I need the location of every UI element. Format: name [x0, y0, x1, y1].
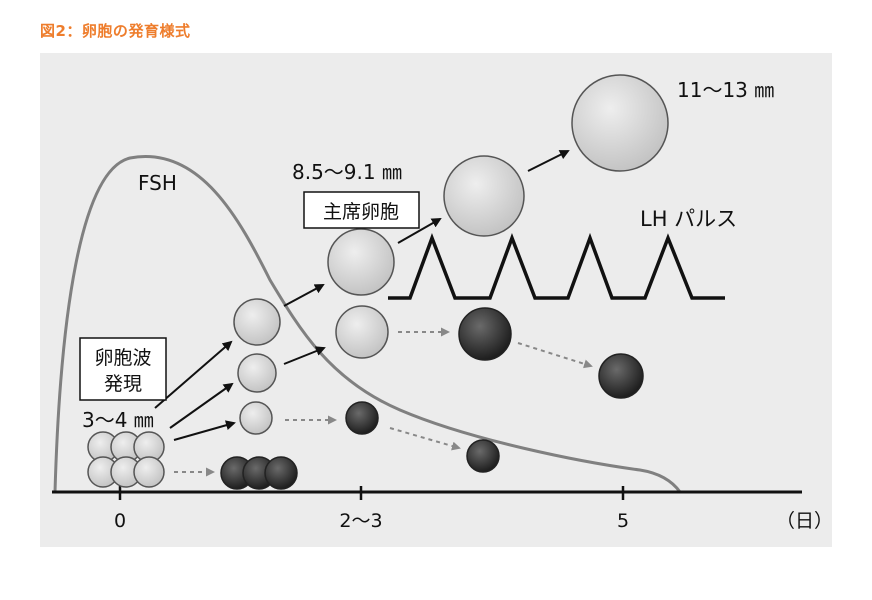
wave-emergence-line2: 発現: [104, 373, 142, 395]
axis-tick-label-2-3: 2～3: [339, 510, 382, 532]
figure-title: 図2：卵胞の発育様式: [40, 22, 191, 40]
diagram-panel: [40, 53, 832, 547]
axis-tick-label-0: 0: [114, 510, 126, 532]
axis-tick-label-5: 5: [617, 510, 629, 532]
wave-emergence-line1: 卵胞波: [94, 347, 151, 369]
initial-follicle-cluster: [87, 431, 165, 488]
lh-pulse-line: [388, 232, 725, 300]
atretic-follicle-cluster: [220, 456, 298, 490]
fsh-curve: [53, 155, 682, 493]
mid-stage-follicles: [327, 228, 395, 435]
late-stage-follicles: [443, 74, 669, 473]
axis-unit-label: （日）: [776, 510, 833, 532]
fsh-label: FSH: [138, 171, 177, 195]
size-mid-label: 8.5～9.1 ㎜: [292, 160, 402, 184]
size-large-label: 11～13 ㎜: [677, 78, 774, 102]
dominant-follicle-box: [303, 191, 420, 229]
recruited-follicles: [233, 298, 281, 435]
wave-emergence-box: [79, 337, 167, 401]
lh-pulse-label: LH パルス: [640, 207, 737, 231]
size-small-label: 3～4 ㎜: [82, 408, 154, 432]
dominant-follicle-label: 主席卵胞: [323, 201, 399, 223]
atresia-arrows: [174, 327, 593, 477]
growth-arrows: [154, 150, 570, 441]
